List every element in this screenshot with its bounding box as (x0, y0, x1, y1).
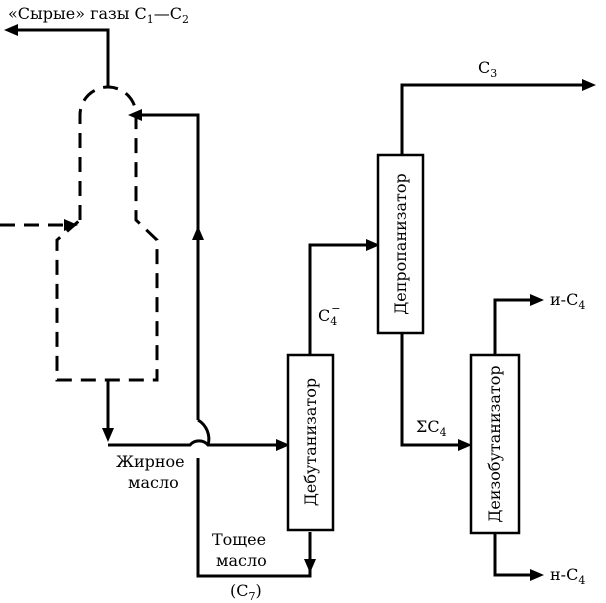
c3-label: С3 (478, 58, 497, 80)
sum-c4-label: ΣС4 (416, 417, 447, 439)
absorber-column (55, 85, 159, 382)
deisobutanizer-column: Деизобутанизатор (469, 353, 521, 535)
c3-line (400, 79, 596, 155)
rich-oil-label-2: масло (128, 473, 179, 492)
lean-oil-label-1: Тощее (212, 530, 266, 549)
depropanizer-column: Депропанизатор (376, 153, 425, 335)
deisobutanizer-label: Деизобутанизатор (485, 365, 504, 522)
sum-c4-line (400, 333, 472, 451)
debutanizer-label: Дебутанизатор (301, 378, 320, 506)
iso-c4-line (493, 294, 544, 355)
iso-c4-label: и-С4 (550, 290, 585, 312)
n-c4-line (493, 533, 544, 581)
lean-oil-recycle-line (128, 109, 204, 420)
lean-oil-return-line (196, 418, 316, 578)
lean-oil-label-2: масло (216, 551, 267, 570)
c4-minus-line (308, 239, 380, 355)
lean-oil-label-3: (С7) (230, 581, 262, 603)
rich-oil-label-1: Жирное (116, 452, 185, 471)
rich-oil-line (102, 380, 290, 451)
debutanizer-column: Дебутанизатор (286, 353, 335, 532)
raw-gases-label: «Сырые» газы С1—С2 (8, 4, 189, 26)
n-c4-label: н-С4 (550, 565, 585, 587)
c4-minus-label: С4− (318, 302, 340, 328)
depropanizer-label: Депропанизатор (391, 173, 410, 315)
feed-line (0, 219, 78, 231)
raw-gases-line (4, 24, 110, 87)
